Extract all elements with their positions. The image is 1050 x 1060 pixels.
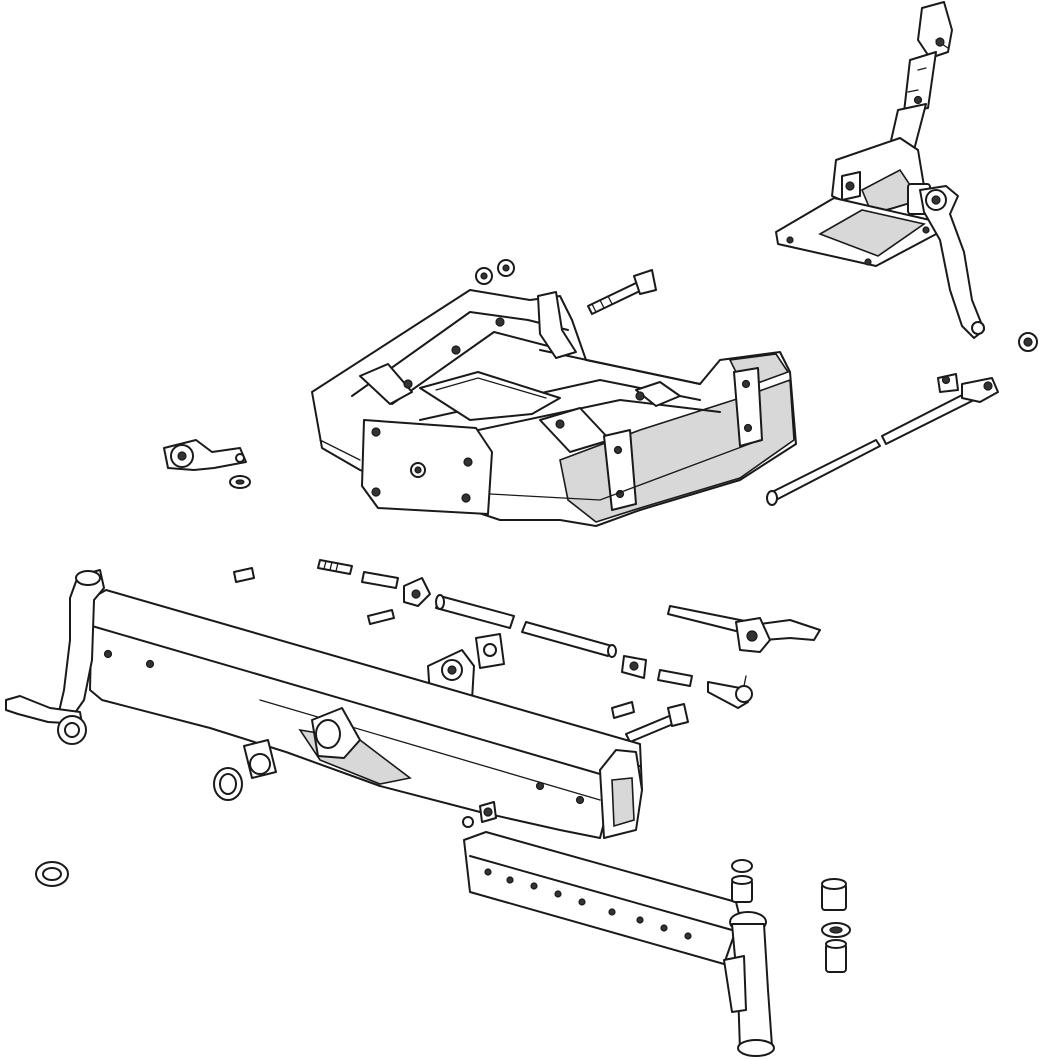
front-axle-center-beam <box>89 589 643 839</box>
bushings <box>731 859 851 973</box>
front-support-casting <box>311 289 797 527</box>
drag-link-rod <box>766 373 999 506</box>
steering-arm-right <box>667 605 821 653</box>
washers <box>35 739 277 887</box>
nut <box>462 801 497 828</box>
bolt <box>587 269 657 315</box>
spindle-left <box>5 569 105 745</box>
steering-arm-left <box>163 439 251 489</box>
axle-extension-right <box>463 831 741 965</box>
nut-pair <box>475 259 515 285</box>
spindle-right <box>723 911 775 1057</box>
tie-rod-assembly <box>317 559 753 709</box>
steering-gear-box <box>775 1 953 267</box>
nut <box>1018 332 1038 352</box>
bolt <box>233 567 689 743</box>
drop-arm <box>919 185 985 339</box>
